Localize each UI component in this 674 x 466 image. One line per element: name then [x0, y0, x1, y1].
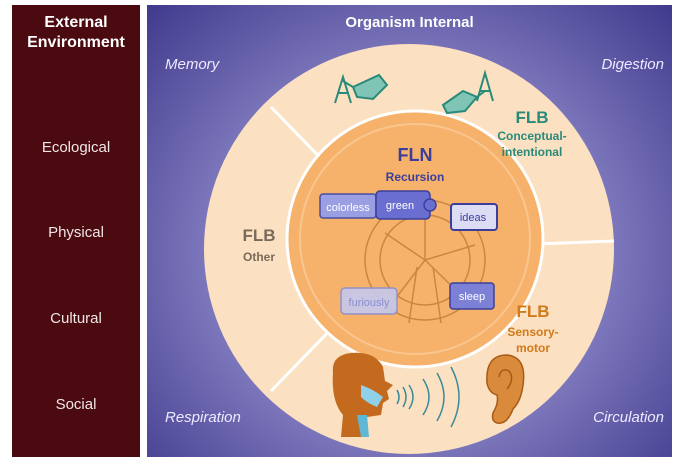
puzzle-word-ideas: ideas	[460, 212, 487, 224]
corner-label-circulation: Circulation	[593, 409, 664, 426]
flb-conceptual-line2: intentional	[502, 145, 563, 159]
flb-other-title: FLB	[242, 226, 275, 245]
external-environment-title: External Environment	[12, 13, 140, 53]
puzzle-word-furiously: furiously	[349, 297, 390, 309]
corner-label-digestion: Digestion	[601, 56, 664, 73]
sound-wave-icon	[396, 366, 460, 428]
flb-sensory-title: FLB	[516, 302, 549, 321]
flb-other-subtitle: Other	[243, 250, 275, 264]
external-environment-panel: External Environment Ecological Physical…	[12, 5, 140, 457]
corner-label-respiration: Respiration	[165, 409, 241, 426]
environment-item-ecological: Ecological	[41, 139, 111, 156]
environment-item-cultural: Cultural	[50, 310, 102, 327]
flb-sensory-line1: Sensory-	[507, 325, 558, 339]
organism-internal-title: Organism Internal	[345, 14, 474, 31]
fln-subtitle: Recursion	[386, 170, 445, 184]
flb-conceptual-line1: Conceptual-	[497, 129, 566, 143]
fln-title: FLN	[398, 145, 433, 165]
faculty-circle-diagram: colorless green ideas furiously sleep FL…	[204, 44, 615, 454]
hand-writing-icon-2	[441, 69, 494, 115]
puzzle-word-green: green	[386, 200, 414, 212]
puzzle-word-colorless: colorless	[326, 202, 370, 214]
head-profile-icon	[332, 352, 393, 437]
puzzle-piece-furiously: furiously	[340, 287, 398, 315]
corner-label-memory: Memory	[165, 56, 220, 73]
title-line-1: External	[44, 14, 108, 31]
puzzle-piece-green: green	[375, 190, 437, 220]
puzzle-piece-ideas: ideas	[450, 203, 498, 231]
flb-conceptual-title: FLB	[515, 108, 548, 127]
environment-item-physical: Physical	[48, 224, 104, 241]
title-line-2: Environment	[27, 34, 125, 51]
organism-internal-panel: Organism Internal Memory Digestion Respi…	[147, 5, 672, 457]
fln-inner-glow	[299, 123, 531, 355]
puzzle-word-sleep: sleep	[459, 291, 485, 303]
flb-sensory-line2: motor	[516, 341, 550, 355]
puzzle-piece-sleep: sleep	[449, 282, 495, 310]
puzzle-piece-colorless: colorless	[319, 193, 377, 219]
environment-item-social: Social	[55, 396, 97, 413]
ear-icon	[486, 354, 525, 424]
hand-writing-icon	[334, 73, 389, 104]
